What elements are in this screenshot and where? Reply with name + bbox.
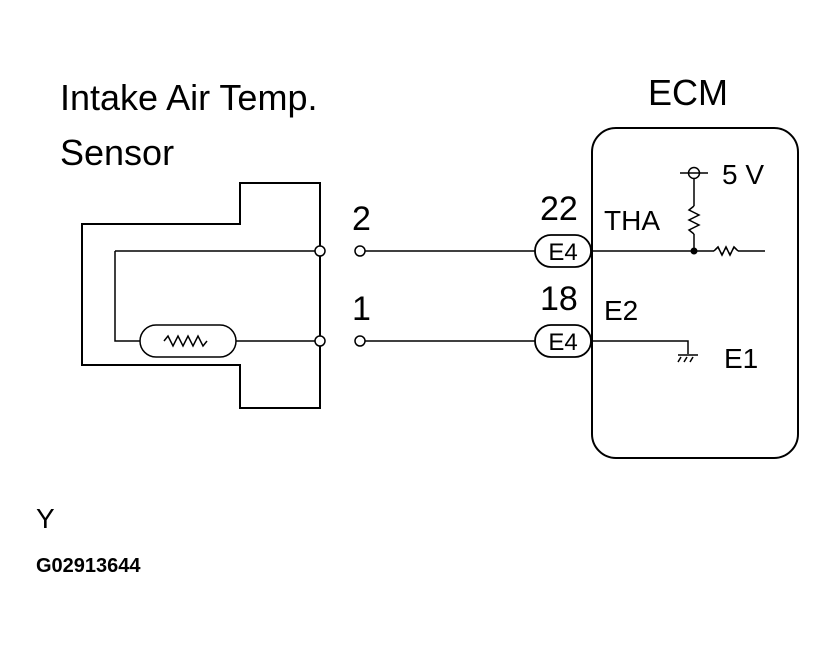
ecm-pin-22-label: 22 [540, 190, 578, 228]
sensor-terminal-2 [314, 245, 326, 257]
ground-label: E1 [724, 343, 758, 374]
ground-icon [677, 354, 698, 363]
harness-terminal-2 [354, 245, 366, 257]
figure-code: G02913644 [36, 555, 141, 577]
signal-tha-label: THA [604, 205, 660, 236]
sensor-pin-1-label: 1 [352, 290, 371, 328]
connector-label-tha: E4 [548, 239, 577, 266]
sensor-internal-wire-left [114, 251, 140, 342]
thermistor-icon [139, 324, 237, 358]
ecm-connector-badge-tha: E4 [534, 234, 592, 268]
supply-label: 5 V [722, 159, 764, 190]
ecm-e2-line [591, 340, 689, 354]
sensor-housing [81, 182, 321, 409]
connector-label-e2: E4 [548, 329, 577, 356]
series-resistor-zigzag [713, 245, 739, 257]
sensor-terminal-1 [314, 335, 326, 347]
sensor-pin-2-label: 2 [352, 200, 371, 238]
signal-e2-label: E2 [604, 295, 638, 326]
legend-letter: Y [36, 503, 55, 534]
ecm-title: ECM [648, 72, 728, 113]
harness-terminal-1 [354, 335, 366, 347]
ecm-box [591, 127, 799, 459]
sensor-title-line2: Sensor [60, 132, 174, 173]
ecm-connector-badge-e2: E4 [534, 324, 592, 358]
pullup-resistor-icon [687, 205, 701, 235]
ecm-pin-18-label: 18 [540, 280, 578, 318]
sensor-title-line1: Intake Air Temp. [60, 77, 317, 118]
